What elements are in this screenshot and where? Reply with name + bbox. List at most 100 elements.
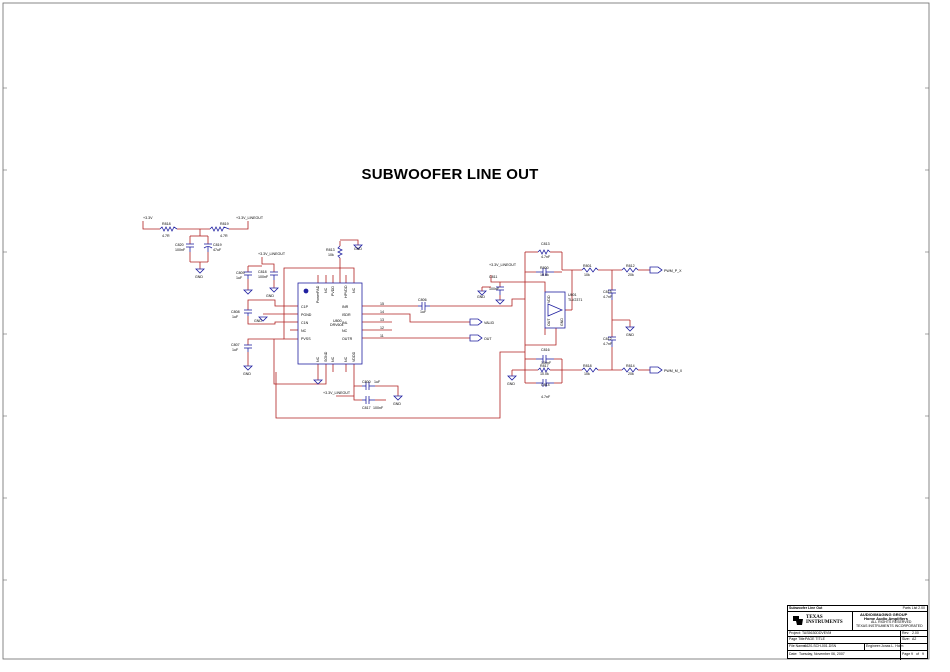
port-valid-flag [469, 318, 483, 326]
pin-label: NC [324, 287, 328, 293]
tb-date-label: Date: [789, 652, 798, 656]
pin-label: NC [342, 329, 348, 333]
tb-rights: ALL RIGHTS RESERVED [871, 620, 912, 624]
pin-label: PowerPAD [316, 285, 320, 303]
pin-label: PGND [301, 313, 312, 317]
pin-label: HPVDD [344, 285, 348, 298]
pin-number: 13 [380, 318, 384, 322]
ref-label: C812 [603, 337, 612, 341]
tb-divider [788, 611, 927, 612]
value-label: 1uF [232, 315, 239, 319]
logo-line1: TEXAS [806, 615, 823, 620]
gnd-label: GND [507, 382, 515, 386]
ref-label: C807 [231, 343, 240, 347]
value-label: 100nF [258, 275, 269, 279]
tb-of-label: of [916, 652, 919, 656]
ic-value: TLV2371 [568, 298, 582, 302]
value-label: 4.7R [162, 234, 170, 238]
tb-col-divider [900, 630, 901, 650]
pin-label: NC [301, 329, 307, 333]
border-zone-ticks [3, 87, 929, 581]
tb-page-title-label: Page Title: [789, 637, 806, 641]
sheet-border [2, 2, 930, 660]
opamp-triangle [547, 303, 564, 317]
pin-label: OUT [547, 318, 551, 326]
net-label: +3.3V [143, 216, 153, 220]
capacitor-c811-symbol [496, 286, 504, 295]
tb-product: Home Audio Amplifiers [864, 616, 908, 621]
port-pwm-p-label: PWM_P_X [664, 269, 682, 273]
pin-label: NC [316, 356, 320, 362]
net-label: +3.3V_LINEOUT [236, 216, 264, 220]
value-label: 4.7nF [603, 295, 613, 299]
value-label: 4.7nF [603, 342, 613, 346]
pin-label: NC [331, 356, 335, 362]
port-pwm-m-label: PWM_M_X [664, 369, 683, 373]
capacitor-c812-symbol [608, 336, 616, 347]
capacitor-c807-symbol [244, 344, 252, 352]
ref-label: C809 [236, 271, 245, 275]
pin-label: INR [342, 305, 349, 309]
gnd-label: GND [354, 247, 362, 251]
pin-number: 15 [380, 302, 384, 306]
ref-label: R814 [626, 364, 635, 368]
gnd-symbols [195, 244, 635, 401]
capacitor-c820-symbol [186, 243, 194, 252]
tb-page-title: PAGE TITLE [805, 637, 825, 641]
ti-logo-icon [793, 616, 803, 625]
title-block: Subwoofer Line Out Parts List 2.00 TEXAS… [787, 605, 928, 660]
gnd-label: GND [393, 402, 401, 406]
pin-number: 12 [380, 326, 384, 330]
tb-project-label: Project: [789, 631, 801, 635]
value-label: 4.7nF [541, 255, 551, 259]
tb-project: TAS5630DDVEVM [802, 631, 832, 635]
gnd-label: GND [266, 294, 274, 298]
capacitor-c806-symbol [418, 302, 430, 310]
ref-label: C813 [541, 242, 550, 246]
capacitor-c808-symbol [244, 309, 252, 316]
resistor-r814-symbol [621, 367, 639, 373]
value-label: 47uF [213, 248, 222, 252]
value-label: 10k [328, 253, 334, 257]
pin-label: ISDR [342, 313, 351, 317]
capacitor-c809-symbol [244, 271, 252, 279]
pin-label: NC [352, 287, 356, 293]
resistor-r818b-symbol [581, 367, 599, 373]
value-label: 20k [628, 372, 634, 376]
ref-label: R817 [540, 364, 549, 368]
gnd-label: GND [477, 295, 485, 299]
value-label: 100nF [175, 248, 186, 252]
pin-label: C1N [301, 321, 309, 325]
tb-size: A2 [912, 637, 917, 641]
tb-size-label: Size: [902, 637, 910, 641]
ic-ref: U800 [333, 319, 342, 323]
tb-company: TEXAS INSTRUMENTS INCORPORATED [856, 624, 923, 628]
pin-label: OUTR [342, 337, 353, 341]
tb-engineer: Jonas L. Holm [881, 644, 904, 648]
ref-label: C800 [362, 380, 371, 384]
gnd-label: GND [254, 319, 262, 323]
ref-label: C817 [362, 406, 371, 410]
pin-label: PVSS [301, 337, 311, 341]
resistor-r813-symbol [337, 245, 343, 259]
ref-label: C818 [258, 270, 267, 274]
tb-col-divider [864, 643, 865, 650]
pin-number: 11 [380, 334, 384, 338]
capacitor-c813-symbol [536, 268, 554, 276]
pin-label: SGND [324, 351, 328, 362]
ref-label: C808 [231, 310, 240, 314]
tb-engineer-label: Engineer: [866, 644, 881, 648]
ref-label: C816 [541, 348, 550, 352]
ref-label: C806 [418, 298, 427, 302]
capacitor-c817-symbol [362, 396, 375, 404]
ref-label: R812 [626, 264, 635, 268]
net-label: +3.3V_LINEOUT [323, 391, 351, 395]
schematic-title: SUBWOOFER LINE OUT [361, 166, 539, 183]
pin-number: 14 [380, 310, 384, 314]
tb-pages: 9 [922, 652, 924, 656]
parts-list: Parts List 2.00 [902, 606, 925, 610]
resistor-r817-symbol [537, 367, 551, 373]
port-out-label: OUT [484, 337, 492, 341]
value-label: 4.7R [220, 234, 228, 238]
